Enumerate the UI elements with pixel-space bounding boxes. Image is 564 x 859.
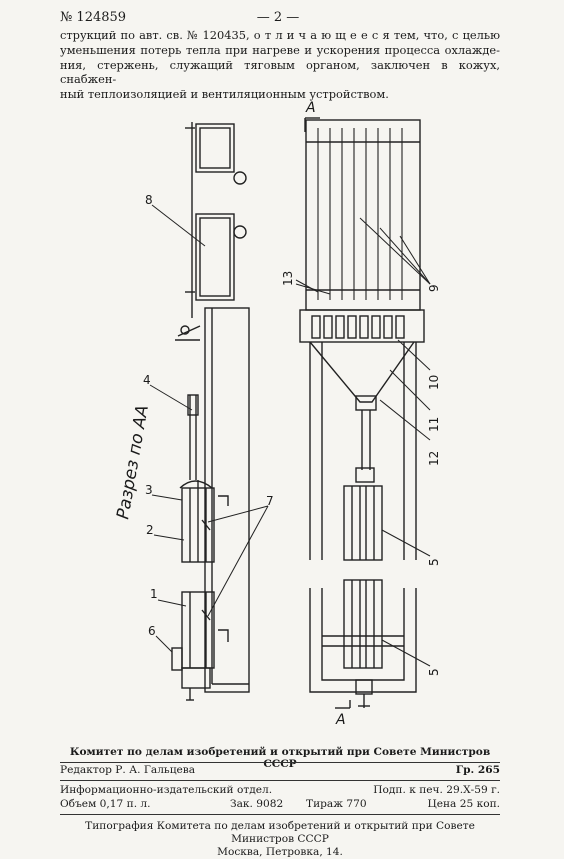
callout-7: 7 [266,494,274,508]
callout-6: 6 [148,624,156,638]
department-row: Информационно-издательский отдел. Подп. … [60,784,500,796]
callout-8: 8 [145,193,153,207]
section-label: Разрез по АА [113,404,153,521]
price: Цена 25 коп. [427,798,500,810]
page-number: — 2 — [256,10,300,25]
paragraph-line: струкций по авт. св. № 120435, о т л и ч… [60,28,500,42]
order: Зак. 9082 [230,798,284,810]
claim-paragraph: струкций по авт. св. № 120435, о т л и ч… [60,28,500,102]
footer-divider [60,762,500,763]
leader-lines [149,204,431,667]
callout-2: 2 [146,523,154,537]
printing-address: Москва, Петровка, 14. [217,846,343,858]
callout-9: 9 [427,284,441,292]
committee-line: Комитет по делам изобретений и открытий … [69,746,491,770]
paragraph-line: ния, стержень, служащий тяговым органом,… [60,57,500,87]
group: Гр. 265 [455,764,500,776]
callout-12: 12 [427,451,441,466]
callout-10: 10 [427,375,441,390]
editor: Редактор Р. А. Гальцева [60,764,196,776]
signed-date: Подп. к печ. 29.Х-59 г. [373,784,500,796]
section-mark-top: А [305,100,316,116]
right-plan-view [299,117,425,709]
footer-divider [60,814,500,815]
callout-1: 1 [150,587,158,601]
page-header: № 124859 — 2 — [60,10,496,28]
printing-house: Типография Комитета по делам изобретений… [60,820,500,859]
department: Информационно-издательский отдел. [60,784,273,796]
callout-13: 13 [281,271,295,286]
callout-5-upper: 5 [427,558,441,566]
circulation: Тираж 770 [306,798,367,810]
footer-divider [60,780,500,781]
printing-line: Типография Комитета по делам изобретений… [85,820,475,845]
paragraph-line: уменьшения потерь тепла при нагреве и ус… [60,42,500,57]
technical-drawing: Разрез по АА А А 8 4 3 2 7 1 6 13 9 10 1… [113,100,441,728]
callout-4: 4 [143,373,151,387]
paragraph-line: ный теплоизоляцией и вентиляционным устр… [60,87,389,102]
volume: Объем 0,17 п. л. [60,798,151,810]
patent-number: № 124859 [60,10,127,25]
editor-row: Редактор Р. А. Гальцева Гр. 265 [60,764,500,776]
section-mark-bottom: А [335,712,346,728]
callout-11: 11 [427,417,441,432]
callout-5-lower: 5 [427,668,441,676]
callout-3: 3 [145,483,153,497]
left-section-view [171,122,250,701]
